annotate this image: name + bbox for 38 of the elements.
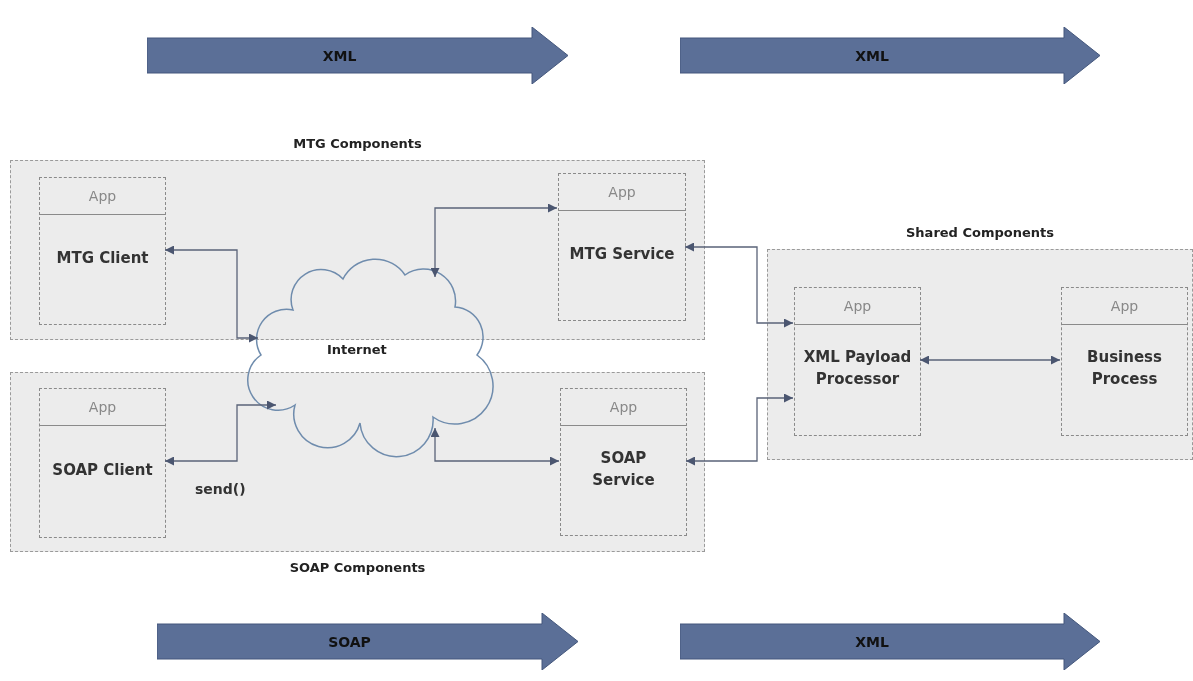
- component-box: [1061, 287, 1188, 436]
- component-box: [558, 173, 686, 321]
- connector-arrow: [685, 393, 794, 466]
- group-title: SOAP Components: [288, 560, 427, 575]
- edge-label: send(): [193, 481, 248, 497]
- connector-arrow: [919, 355, 1061, 365]
- arrow-label: SOAP: [328, 633, 371, 650]
- block-arrow: [680, 613, 1100, 670]
- component-name: MTG Service: [569, 243, 675, 265]
- component-name: XML Payload Processor: [803, 347, 912, 390]
- connector-arrow: [430, 427, 560, 466]
- component-header: App: [843, 298, 872, 314]
- component-header: App: [608, 184, 636, 200]
- cloud-label: Internet: [327, 342, 387, 357]
- component-name: Business Process: [1086, 347, 1163, 390]
- connector-arrow: [684, 242, 794, 328]
- block-arrow: [157, 613, 578, 670]
- connector-arrow: [164, 245, 259, 343]
- component-name: SOAP Client: [52, 459, 153, 481]
- group-title: MTG Components: [292, 136, 423, 151]
- component-name: SOAP Service: [591, 447, 656, 491]
- arrow-label: XML: [322, 47, 357, 64]
- component-header: App: [88, 399, 117, 415]
- component-header: App: [88, 188, 117, 204]
- group-title: Shared Components: [905, 225, 1055, 240]
- component-box: [560, 388, 687, 536]
- arrow-label: XML: [855, 47, 889, 64]
- connector-arrow: [430, 203, 558, 278]
- component-header: App: [1110, 298, 1139, 314]
- component-name: MTG Client: [56, 247, 149, 269]
- component-box: [39, 388, 166, 538]
- arrow-label: XML: [855, 633, 889, 650]
- component-box: [39, 177, 166, 325]
- component-box: [794, 287, 921, 436]
- component-header: App: [609, 399, 638, 415]
- connector-arrow: [164, 400, 277, 466]
- block-arrow: [680, 27, 1100, 84]
- block-arrow: [147, 27, 568, 84]
